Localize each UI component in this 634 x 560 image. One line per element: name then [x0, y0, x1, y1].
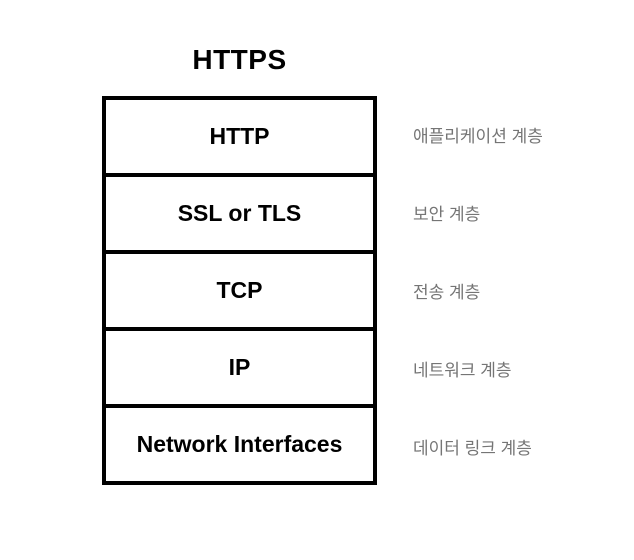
stack-layer-tcp: TCP — [106, 254, 373, 331]
stack-layer-name: TCP — [216, 277, 263, 303]
protocol-stack: HTTP SSL or TLS TCP IP Network Interface… — [102, 96, 377, 485]
layer-label-text: 전송 계층 — [413, 282, 481, 302]
layer-label-text: 네트워크 계층 — [413, 360, 512, 380]
stack-layer-name: Network Interfaces — [136, 431, 343, 457]
layer-label-security: 보안 계층 — [413, 174, 623, 252]
layer-label-data-link: 데이터 링크 계층 — [413, 407, 623, 485]
layer-label-network: 네트워크 계층 — [413, 329, 623, 407]
layer-label-text: 데이터 링크 계층 — [413, 438, 532, 458]
stack-layer-http: HTTP — [106, 100, 373, 177]
layer-label-transport: 전송 계층 — [413, 252, 623, 330]
stack-layer-network-interfaces: Network Interfaces — [106, 408, 373, 481]
stack-layer-name: HTTP — [209, 123, 270, 149]
layer-label-text: 애플리케이션 계층 — [413, 127, 543, 147]
stack-layer-ip: IP — [106, 331, 373, 408]
diagram-title: HTTPS — [192, 44, 287, 75]
stack-layer-name: IP — [228, 354, 251, 380]
layer-label-application: 애플리케이션 계층 — [413, 96, 623, 174]
stack-layer-ssl-tls: SSL or TLS — [106, 177, 373, 254]
layer-name-column: 애플리케이션 계층 보안 계층 전송 계층 네트워크 계층 데이터 링크 계층 — [413, 96, 623, 485]
layer-label-text: 보안 계층 — [413, 205, 481, 225]
stack-layer-name: SSL or TLS — [177, 200, 302, 226]
